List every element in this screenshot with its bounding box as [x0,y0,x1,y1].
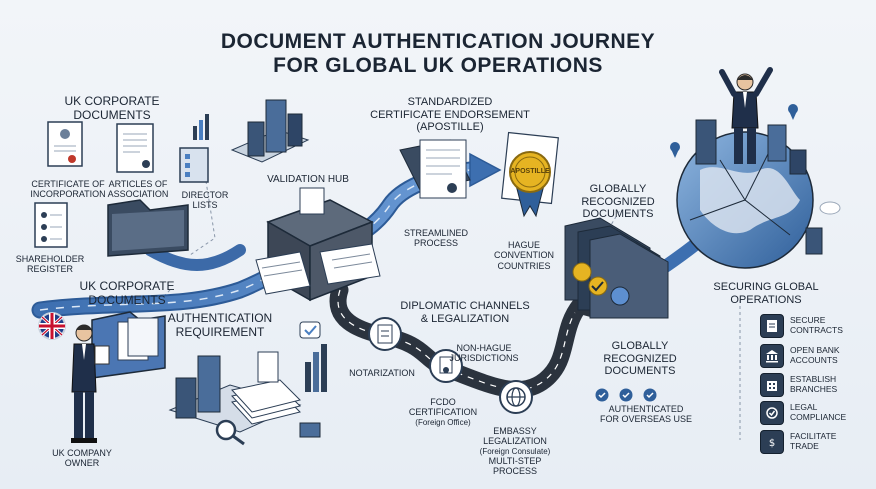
articles-doc-icon [116,123,154,173]
embassy-globe-icon [499,380,533,414]
contract-icon [760,314,784,338]
folder-icon [107,199,189,257]
globe-city-icons [670,104,841,255]
owner-figure [71,324,110,443]
check-badges-icon [595,388,657,402]
diplomatic-heading: DIPLOMATIC CHANNELS& LEGALIZATION [400,300,530,325]
notarization-label: NOTARIZATION [349,368,415,378]
apostille-seal-text: APOSTILLE [510,168,550,175]
mid-folder-icon [91,311,166,379]
svg-text:$: $ [769,438,775,449]
certificate-doc-icon [47,121,83,167]
celebrating-figure [719,67,773,164]
compliance-icon [760,401,784,425]
recognized-folders-icon [564,217,669,319]
uk-flag-icon [38,312,66,340]
apostille-seal-icon [501,131,559,218]
title-line1: DOCUMENT AUTHENTICATION JOURNEY [220,30,656,53]
fcdo-icon [429,349,463,383]
shareholder-register-icon [34,202,68,248]
bank-icon [760,344,784,368]
lower-city-icons [168,321,327,446]
apostille-documents [399,139,471,199]
validation-hub-label: VALIDATION HUB [267,174,349,185]
city-buildings-top [230,99,310,163]
trade-icon: $ [760,430,784,454]
building-icon [760,373,784,397]
title-line2: FOR GLOBAL UK OPERATIONS [273,54,603,77]
notarization-icon [368,317,402,351]
director-list-icon [179,114,209,183]
globe-icon [676,131,814,269]
upper-road [144,244,246,271]
validation-hub-machine [255,187,381,302]
